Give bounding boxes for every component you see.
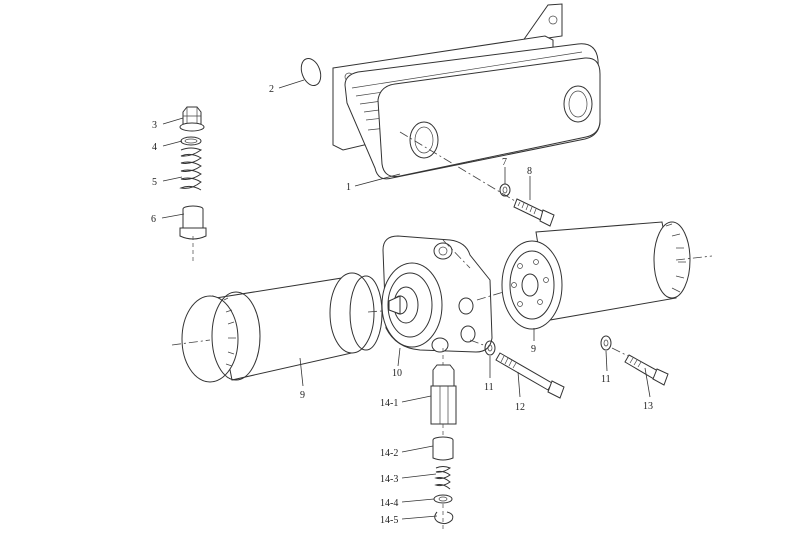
label-part-5: 5 (152, 177, 157, 188)
label-part-9-left: 9 (300, 390, 305, 401)
label-part-11-right: 11 (601, 374, 611, 385)
label-part-4: 4 (152, 142, 157, 153)
label-part-14-5: 14-5 (380, 515, 398, 526)
label-part-6: 6 (151, 214, 156, 225)
label-part-10: 10 (392, 368, 402, 379)
label-part-14-1: 14-1 (380, 398, 398, 409)
washer-and-bolt-center (469, 339, 565, 399)
washer-and-bolt-right (600, 335, 669, 386)
relief-valve-assembly (430, 348, 457, 530)
label-part-2: 2 (269, 84, 274, 95)
oil-filter-right (501, 221, 713, 330)
label-part-9-right: 9 (531, 344, 536, 355)
label-part-11-center: 11 (484, 382, 494, 393)
oil-cooler-cover (332, 3, 601, 205)
label-part-12: 12 (515, 402, 525, 413)
label-part-8: 8 (527, 166, 532, 177)
oil-filter-left (171, 272, 396, 383)
label-part-14-2: 14-2 (380, 448, 398, 459)
washer-and-bolt-upper (499, 183, 555, 227)
part-number-labels: 1 2 3 4 5 6 7 8 9 9 10 11 11 12 13 14-1 … (151, 84, 653, 526)
label-part-13: 13 (643, 401, 653, 412)
filter-head (381, 235, 511, 353)
label-part-1: 1 (346, 182, 351, 193)
label-part-7: 7 (502, 157, 507, 168)
leader-lines (161, 79, 651, 520)
label-part-14-4: 14-4 (380, 498, 398, 509)
o-ring (300, 57, 322, 87)
bypass-valve-stack (179, 106, 207, 262)
label-part-14-3: 14-3 (380, 474, 398, 485)
label-part-3: 3 (152, 120, 157, 131)
